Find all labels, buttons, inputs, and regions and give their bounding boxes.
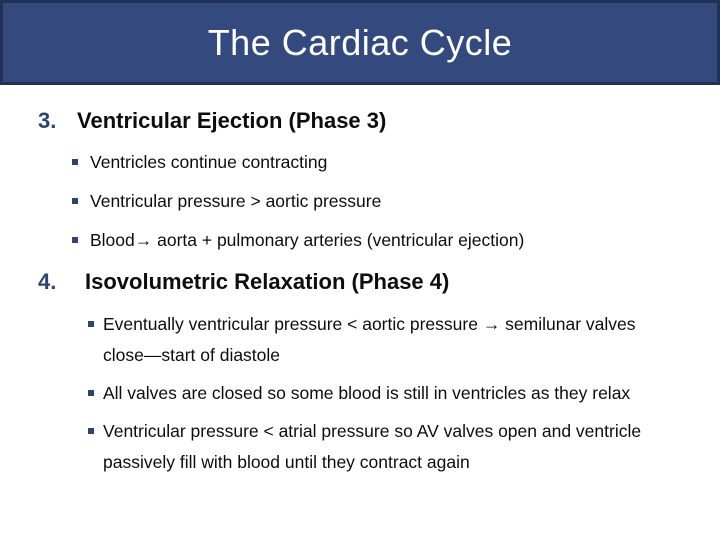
list-item: Eventually ventricular pressure < aortic… — [88, 309, 663, 371]
section-heading: Isovolumetric Relaxation (Phase 4) — [85, 269, 450, 294]
section-phase-3: 3. Ventricular Ejection (Phase 3) Ventri… — [38, 106, 700, 252]
square-bullet-icon — [72, 159, 78, 165]
square-bullet-icon — [88, 390, 94, 396]
bullet-text: Blood→ aorta + pulmonary arteries (ventr… — [90, 230, 525, 250]
list-item: Ventricular pressure < atrial pressure s… — [88, 416, 663, 478]
bullet-text: Ventricular pressure > aortic pressure — [90, 191, 382, 211]
slide-title: The Cardiac Cycle — [207, 21, 513, 63]
bullet-text: Ventricular pressure < atrial pressure s… — [103, 421, 642, 472]
section-number: 4. — [38, 269, 57, 294]
title-bar: The Cardiac Cycle — [0, 0, 720, 85]
list-item: Blood→ aorta + pulmonary arteries (ventr… — [72, 228, 672, 252]
section-heading: Ventricular Ejection (Phase 3) — [77, 108, 387, 133]
list-item: Ventricles continue contracting — [72, 150, 672, 174]
list-item: All valves are closed so some blood is s… — [88, 378, 663, 409]
square-bullet-icon — [72, 237, 78, 243]
square-bullet-icon — [72, 198, 78, 204]
bullet-text: Ventricles continue contracting — [90, 152, 328, 172]
section-phase-4: 4. Isovolumetric Relaxation (Phase 4) Ev… — [38, 267, 700, 478]
bullet-text: Eventually ventricular pressure < aortic… — [103, 314, 636, 365]
square-bullet-icon — [88, 428, 94, 434]
slide-body: 3. Ventricular Ejection (Phase 3) Ventri… — [0, 85, 720, 478]
section-number: 3. — [38, 108, 57, 133]
section-heading-row: 4. Isovolumetric Relaxation (Phase 4) — [38, 267, 700, 297]
bullet-list: Ventricles continue contracting Ventricu… — [38, 150, 700, 252]
bullet-text: All valves are closed so some blood is s… — [103, 383, 631, 403]
section-heading-row: 3. Ventricular Ejection (Phase 3) — [38, 106, 700, 136]
square-bullet-icon — [88, 321, 94, 327]
list-item: Ventricular pressure > aortic pressure — [72, 189, 672, 213]
bullet-list: Eventually ventricular pressure < aortic… — [38, 309, 700, 478]
